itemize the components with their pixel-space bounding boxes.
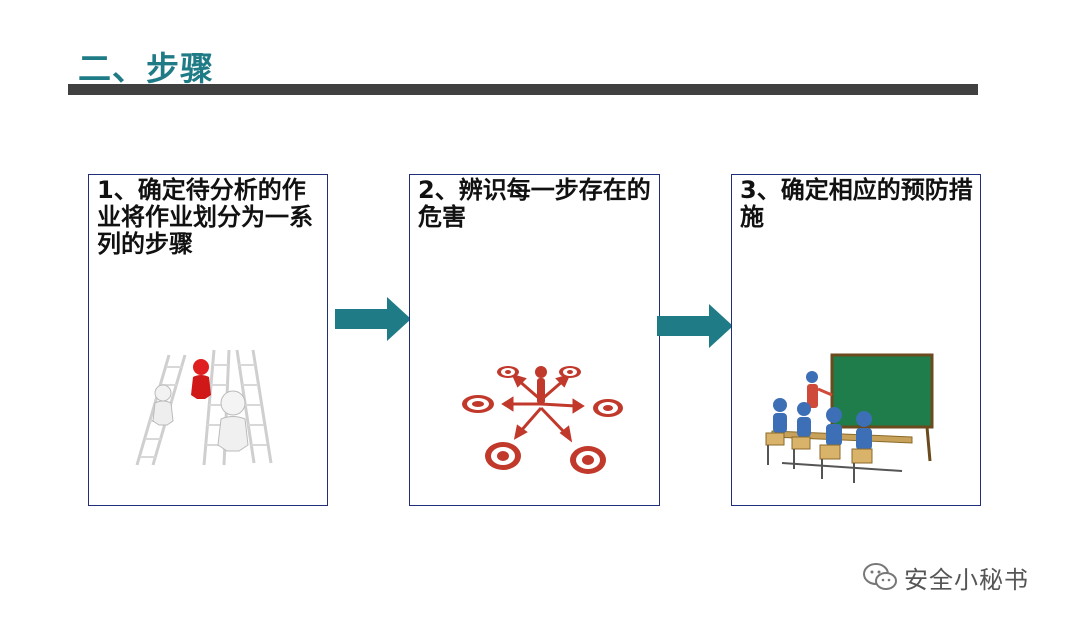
step-3-box: 3、确定相应的预防措施: [731, 174, 981, 506]
watermark-text: 安全小秘书: [904, 565, 1029, 594]
step-3-label: 3、确定相应的预防措施: [740, 176, 973, 231]
step-1-box: 1、确定待分析的作业将作业划分为一系列的步骤: [88, 174, 328, 506]
right-arrow-icon: [657, 304, 733, 348]
wechat-icon: [863, 563, 897, 590]
step-2-box: 2、辨识每一步存在的危害: [409, 174, 660, 506]
title-divider: [68, 84, 978, 95]
classroom-icon: [765, 353, 934, 483]
step-2-label: 2、辨识每一步存在的危害: [418, 176, 651, 231]
watermark: 安全小秘书: [862, 560, 1029, 594]
step-1-label: 1、确定待分析的作业将作业划分为一系列的步骤: [97, 176, 313, 258]
right-arrow-icon: [335, 297, 411, 341]
slide-title: 二、步骤: [78, 49, 214, 88]
targets-person-icon: [462, 366, 623, 474]
ladder-climbers-icon: [135, 349, 273, 466]
